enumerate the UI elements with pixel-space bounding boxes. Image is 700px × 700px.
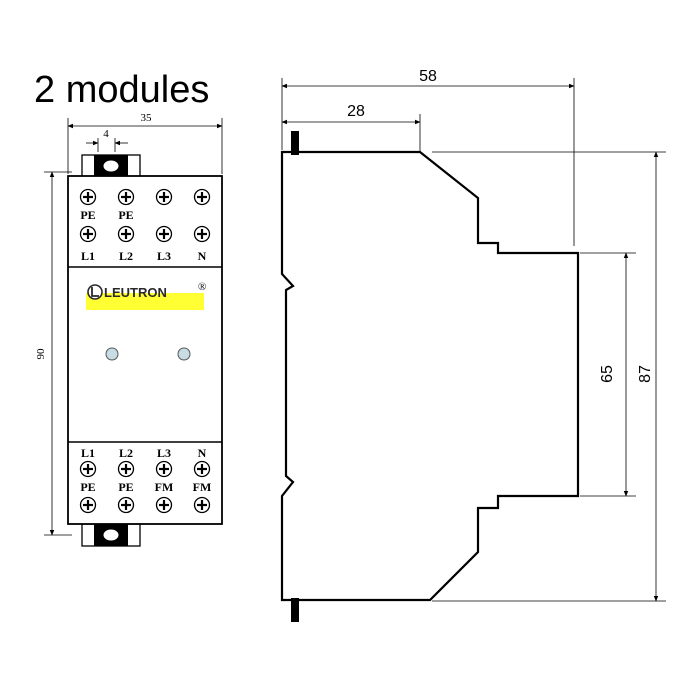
rail-dimension-label: 4 [103,128,109,140]
screw-terminal-icon [79,188,97,206]
page-title: 2 modules [34,69,209,111]
terminal-label: L2 [119,446,133,460]
terminal-label: L3 [157,249,171,263]
screw-terminal-icon [155,188,173,206]
rail-dimension: 4 [86,128,128,152]
brand-stripe [86,293,204,310]
screw-terminal-icon [193,460,211,478]
screw-terminal-icon [193,188,211,206]
screw-terminal-icon [193,496,211,514]
side-profile-outline [280,150,580,602]
width-dimension: 35 [67,112,223,174]
status-led-icon [177,347,191,361]
bottom-terminal-block: L1 L2 L3 N PE PE FM FM [79,446,212,514]
outer-height-dimension: 87 [432,151,666,602]
height-dimension: 90 [35,171,72,536]
screw-terminal-icon [193,225,211,243]
top-din-clip [81,154,141,178]
terminal-label: L1 [81,446,95,460]
depth-dimension: 58 [281,68,575,246]
depth-dimension-label: 58 [419,68,437,85]
status-led-icon [105,347,119,361]
screw-terminal-icon [155,225,173,243]
height-dimension-label: 90 [35,348,47,360]
front-depth-dimension: 28 [281,103,421,152]
terminal-label: PE [80,208,95,222]
screw-terminal-icon [117,188,135,206]
top-latch-tab [291,131,299,155]
terminal-label: L2 [119,249,133,263]
screw-terminal-icon [155,496,173,514]
brand-logo: LEUTRON ® [86,281,206,310]
screw-terminal-icon [79,496,97,514]
bottom-din-clip [81,523,141,547]
bottom-latch-tab [291,598,299,622]
inner-height-dimension: 65 [580,252,636,497]
side-view: 58 28 65 87 [280,68,666,622]
outer-height-dimension-label: 87 [637,365,654,383]
terminal-label: PE [80,480,95,494]
width-dimension-label: 35 [141,112,153,124]
terminal-label: N [198,249,207,263]
screw-terminal-icon [155,460,173,478]
screw-terminal-icon [117,460,135,478]
terminal-label: L3 [157,446,171,460]
screw-terminal-icon [79,225,97,243]
brand-name: LEUTRON [104,285,167,300]
screw-terminal-icon [117,496,135,514]
inner-height-dimension-label: 65 [599,365,616,383]
screw-terminal-icon [79,460,97,478]
terminal-label: FM [155,480,174,494]
terminal-label: N [198,446,207,460]
terminal-label: FM [193,480,212,494]
screw-terminal-icon [117,225,135,243]
front-depth-dimension-label: 28 [347,103,365,120]
terminal-label: PE [118,480,133,494]
terminal-label: L1 [81,249,95,263]
registered-mark: ® [198,281,206,293]
terminal-label: PE [118,208,133,222]
front-view: 35 4 90 [35,112,223,547]
top-terminal-block: PE PE L1 L2 L3 N [79,188,211,263]
